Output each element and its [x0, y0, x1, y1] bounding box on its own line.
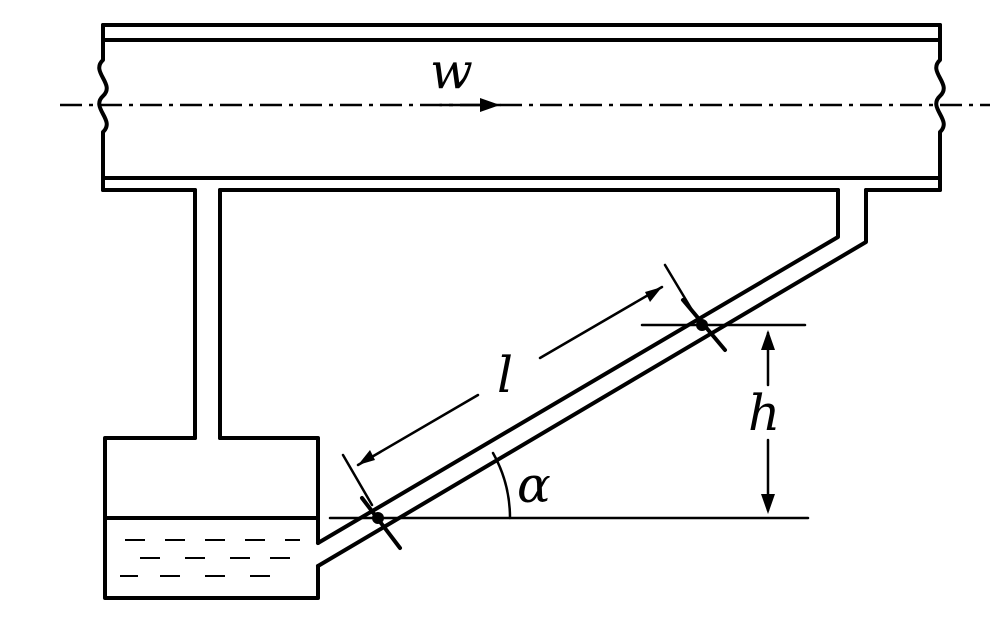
- vertical-tube: [193, 188, 222, 440]
- angle-arc: [491, 451, 512, 520]
- length-label: l: [497, 346, 513, 404]
- reservoir: [103, 436, 320, 600]
- main-pipe: [97, 23, 946, 192]
- arrowhead-icon: [761, 330, 775, 350]
- angle-label: α: [517, 456, 551, 514]
- flow-arrow-icon: [480, 98, 500, 112]
- arrowhead-icon: [761, 494, 775, 514]
- height-dimension: [761, 330, 775, 514]
- pipe-break-right: [934, 23, 946, 192]
- inclined-tube: [316, 188, 868, 568]
- flow-centerline: [60, 98, 990, 112]
- arrowhead-icon: [358, 450, 375, 465]
- pipe-break-left: [97, 23, 109, 192]
- height-label: h: [748, 384, 780, 442]
- arrowhead-icon: [645, 287, 662, 302]
- velocity-label: w: [430, 42, 473, 100]
- liquid-hatching: [120, 539, 300, 577]
- length-dimension: [341, 263, 697, 507]
